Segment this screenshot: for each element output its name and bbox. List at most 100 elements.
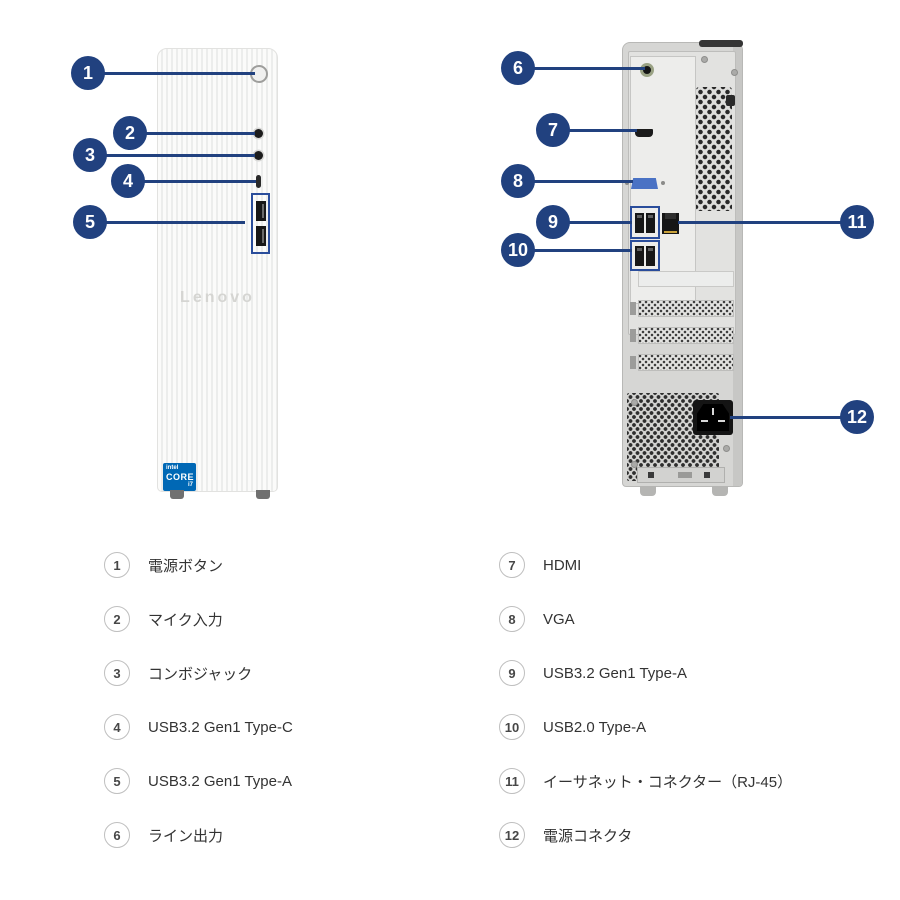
legend-item-7: 7 HDMI [499,538,792,592]
usb-a-port-icon [634,245,644,266]
usb-c-port-icon [256,175,261,188]
usb-a-port-icon [646,245,656,266]
usb-a-ports-highlight-box [251,193,270,254]
legend-number: 2 [104,606,130,632]
legend-number: 3 [104,660,130,686]
usb-a-port-icon [255,226,266,247]
leader-line-3 [90,154,255,157]
callout-number: 3 [84,144,95,165]
legend-number: 11 [499,768,525,794]
power-pin [718,420,725,422]
legend-item-5: 5 USB3.2 Gen1 Type-A [104,754,293,808]
legend-number: 4 [104,714,130,740]
expansion-slot-vented [638,354,734,371]
legend-label: コンボジャック [148,665,253,683]
screw-icon [701,56,708,63]
thumbscrew-icon [731,69,738,76]
mic-jack-icon [254,129,263,138]
callout-number: 9 [547,211,558,232]
callout-number: 4 [122,170,133,191]
callout-6: 6 [501,51,535,85]
front-tower-illustration: Lenovo intel CORE i7 [157,48,278,492]
vent-grille-icon [696,87,732,211]
screw-icon [631,399,638,406]
power-pin [701,420,708,422]
callout-number: 5 [84,211,95,232]
usb-a-port-icon [646,212,656,233]
leader-line-12 [730,416,857,419]
leader-line-9 [553,221,632,224]
expansion-slot-cover [638,271,734,287]
case-top-handle [699,40,743,47]
callout-number: 8 [512,170,523,191]
callout-9: 9 [536,205,570,239]
legend-item-2: 2 マイク入力 [104,592,293,646]
legend-number: 9 [499,660,525,686]
callout-number: 2 [124,122,135,143]
expansion-slot-vented [638,327,734,344]
callout-number: 1 [82,62,93,83]
callout-2: 2 [113,116,147,150]
legend-item-11: 11 イーサネット・コネクター（RJ-45） [499,754,792,808]
callout-11: 11 [840,205,874,239]
legend-label: HDMI [543,556,582,574]
bottom-bracket [637,467,725,483]
callout-3: 3 [73,138,107,172]
leader-line-7 [553,129,637,132]
case-side-shade [733,43,742,486]
legend-item-4: 4 USB3.2 Gen1 Type-C [104,700,293,754]
legend-number: 10 [499,714,525,740]
callout-10: 10 [501,233,535,267]
bracket-detail [678,472,692,478]
screw-icon [631,461,638,468]
callout-number: 6 [512,57,523,78]
kensington-lock-icon [726,95,735,106]
legend-item-8: 8 VGA [499,592,792,646]
legend-number: 5 [104,768,130,794]
vga-screw-icon [661,181,665,185]
legend-label: USB3.2 Gen1 Type-C [148,718,293,736]
combo-jack-icon [254,151,263,160]
intel-brand-text: intel [166,465,179,471]
legend-left-column: 1 電源ボタン 2 マイク入力 3 コンボジャック 4 USB3.2 Gen1 … [104,538,293,862]
legend-item-12: 12 電源コネクタ [499,808,792,862]
leader-line-10 [518,249,632,252]
legend-label: イーサネット・コネクター（RJ-45） [543,773,793,791]
bracket-detail [648,472,654,478]
lenovo-logo: Lenovo [180,289,255,306]
legend-label: USB2.0 Type-A [543,718,647,736]
legend-item-9: 9 USB3.2 Gen1 Type-A [499,646,792,700]
ethernet-port-icon [662,213,679,234]
callout-number: 12 [846,406,868,427]
hdmi-port-icon [635,129,653,137]
power-inlet-icon [693,400,733,435]
legend-item-3: 3 コンボジャック [104,646,293,700]
line-out-jack-icon [640,63,654,77]
legend-label: マイク入力 [148,611,223,629]
callout-4: 4 [111,164,145,198]
callout-number: 11 [847,211,867,232]
callout-number: 7 [547,119,558,140]
legend-item-6: 6 ライン出力 [104,808,293,862]
legend-number: 1 [104,552,130,578]
legend-label: 電源コネクタ [543,827,633,845]
legend-item-1: 1 電源ボタン [104,538,293,592]
legend-label: VGA [543,610,575,628]
leader-line-6 [518,67,645,70]
slot-bracket [630,356,636,369]
usb-a-port-icon [255,200,266,221]
power-pin [712,408,714,415]
legend-item-10: 10 USB2.0 Type-A [499,700,792,754]
front-foot [170,490,184,499]
usb3-ports-highlight-box [630,206,660,239]
leader-line-5 [90,221,245,224]
back-tower-illustration [622,40,743,487]
usb-a-port-icon [634,212,644,233]
leader-line-11 [678,221,857,224]
front-foot [256,490,270,499]
legend-right-column: 7 HDMI 8 VGA 9 USB3.2 Gen1 Type-A 10 USB… [499,538,792,862]
legend-label: 電源ボタン [148,557,224,575]
legend-number: 7 [499,552,525,578]
callout-1: 1 [71,56,105,90]
back-foot [712,486,728,496]
